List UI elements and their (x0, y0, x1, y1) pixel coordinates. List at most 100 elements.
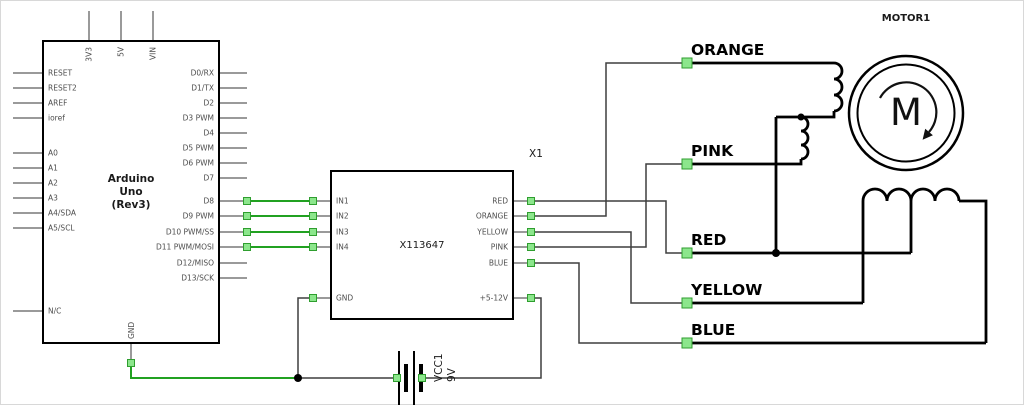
connection-pad[interactable] (243, 197, 251, 205)
motor-component[interactable]: M MOTOR1 (847, 13, 965, 172)
driver-right-pin-stubs[interactable] (513, 200, 531, 299)
pin-label: VIN (149, 47, 158, 60)
pin-label: A0 (48, 149, 58, 158)
pin-label: PINK (491, 243, 509, 252)
net-line-pink[interactable] (691, 159, 803, 166)
driver-left-pin-stubs[interactable] (313, 200, 331, 299)
connection-pad[interactable] (527, 212, 535, 220)
connection-pad[interactable] (527, 197, 535, 205)
pin-label: GND (127, 322, 136, 339)
net-label-pad-red[interactable] (681, 247, 693, 259)
pin-label: RED (492, 197, 508, 206)
wire-yellow[interactable] (531, 231, 682, 304)
connection-pad[interactable] (243, 228, 251, 236)
pin-label: IN3 (336, 228, 349, 237)
pin-label: D1/TX (191, 84, 214, 93)
net-label-yellow[interactable]: YELLOW (690, 281, 762, 299)
net-label-red[interactable]: RED (691, 231, 727, 249)
wire-driver-vin[interactable] (422, 297, 542, 379)
wire-blue[interactable] (531, 262, 682, 344)
pin-label: RESET2 (48, 84, 77, 93)
connection-pad[interactable] (309, 228, 317, 236)
pin-label: A5/SCL (48, 224, 75, 233)
motor-inner-circle (856, 63, 956, 163)
motor-wiring[interactable] (294, 61, 988, 382)
pin-label: N/C (48, 307, 61, 316)
connection-pad[interactable] (309, 197, 317, 205)
coil-winding-a1[interactable] (833, 61, 844, 113)
pin-label: D2 (203, 99, 214, 108)
arduino-component[interactable]: RESET RESET2 AREF ioref A0 A1 A2 A3 A4/S… (13, 11, 247, 363)
wire-red[interactable] (531, 200, 682, 254)
pin-label: D0/RX (191, 69, 214, 78)
pin-label: D4 (203, 129, 214, 138)
connection-pad[interactable] (527, 294, 535, 302)
pin-label: D9 PWM (183, 212, 214, 221)
power-wires[interactable] (297, 297, 542, 379)
connection-pad[interactable] (309, 243, 317, 251)
motor-symbol: M (890, 91, 922, 134)
pin-label: A2 (48, 179, 58, 188)
battery-ref-label: VCC1 (433, 353, 445, 382)
net-line-blue[interactable] (691, 199, 988, 345)
pin-label: ORANGE (476, 212, 508, 221)
pin-label: D3 PWM (183, 114, 214, 123)
arduino-body[interactable] (42, 40, 220, 344)
connection-pad[interactable] (127, 359, 135, 367)
pin-label: D10 PWM/SS (166, 228, 214, 237)
net-label-blue[interactable]: BLUE (691, 321, 735, 339)
signal-wires-driver-to-labels[interactable] (531, 62, 682, 344)
net-label-pad-orange[interactable] (681, 57, 693, 69)
connection-pad[interactable] (243, 212, 251, 220)
connection-pad[interactable] (527, 259, 535, 267)
arduino-title-line: (Rev3) (112, 199, 151, 211)
net-label-pink[interactable]: PINK (691, 142, 734, 160)
connection-pad[interactable] (309, 294, 317, 302)
net-label-pad-blue[interactable] (681, 337, 693, 349)
pin-label: 5V (117, 46, 126, 57)
pin-label: D13/SCK (181, 274, 215, 283)
pin-label: D6 PWM (183, 159, 214, 168)
driver-component[interactable]: IN1 IN2 IN3 IN4 GND RED ORANGE YELLOW PI… (313, 148, 543, 320)
arduino-title-line: Uno (119, 186, 142, 198)
connection-pad[interactable] (418, 374, 426, 382)
net-label-pad-yellow[interactable] (681, 297, 693, 309)
motor-outer-circle[interactable] (847, 54, 965, 172)
driver-body[interactable] (330, 170, 514, 320)
pin-label: IN4 (336, 243, 349, 252)
rotation-arrow (879, 81, 938, 133)
net-line-yellow[interactable] (691, 201, 865, 305)
pin-label: BLUE (489, 259, 508, 268)
coil-winding-a2[interactable] (800, 115, 810, 161)
driver-part-name: X113647 (399, 240, 444, 251)
connection-pad[interactable] (393, 374, 401, 382)
driver-ref-label: X1 (529, 148, 543, 160)
arduino-title-line: Arduino (108, 173, 155, 185)
wire-driver-gnd[interactable] (297, 297, 313, 378)
pin-label: A3 (48, 194, 58, 203)
connection-pad[interactable] (243, 243, 251, 251)
pin-label: D12/MISO (177, 259, 214, 268)
pin-label: D7 (203, 174, 214, 183)
arduino-left-pin-stubs[interactable] (13, 72, 43, 312)
net-label-orange[interactable]: ORANGE (691, 41, 764, 59)
wire-arduino-gnd[interactable] (130, 363, 298, 379)
pin-label: YELLOW (476, 228, 508, 237)
net-labels[interactable]: ORANGE PINK RED YELLOW BLUE (690, 41, 764, 339)
arduino-right-pin-stubs[interactable] (219, 72, 247, 279)
signal-wires-arduino-to-driver[interactable] (130, 200, 313, 379)
connection-pad[interactable] (527, 228, 535, 236)
pin-label: +5-12V (480, 294, 509, 303)
wire-pink[interactable] (531, 163, 682, 248)
net-label-pad-pink[interactable] (681, 158, 693, 170)
pin-label: ioref (48, 114, 65, 123)
coil-link[interactable] (776, 111, 836, 119)
coil-winding-b[interactable] (861, 187, 961, 202)
wire-orange[interactable] (531, 62, 682, 217)
net-line-red[interactable] (691, 201, 913, 255)
connection-pad[interactable] (527, 243, 535, 251)
pin-label: 3V3 (85, 47, 94, 62)
arduino-top-pin-stubs[interactable] (88, 11, 154, 41)
connection-pad[interactable] (309, 212, 317, 220)
